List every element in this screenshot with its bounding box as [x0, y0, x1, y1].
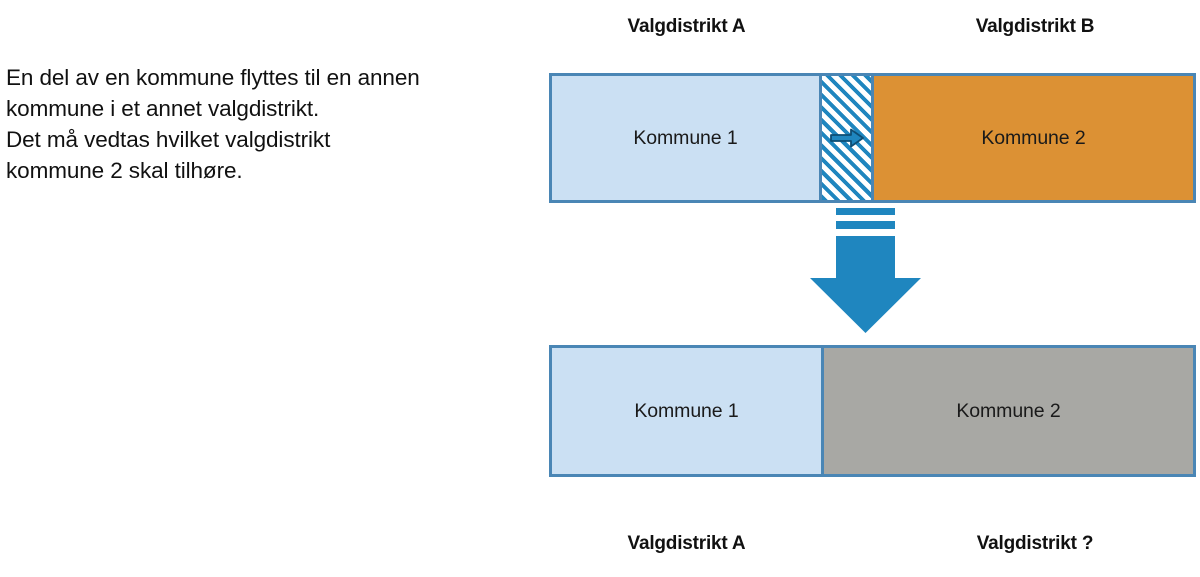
- after-segment-kommune-2-label: Kommune 2: [956, 399, 1061, 422]
- heading-bottom-district-a: Valgdistrikt A: [627, 533, 746, 554]
- after-segment-kommune-2: Kommune 2: [824, 348, 1193, 474]
- arrow-down-icon: [810, 208, 921, 333]
- after-segment-kommune-1: Kommune 1: [552, 348, 824, 474]
- before-segment-kommune-1: Kommune 1: [552, 76, 819, 200]
- before-segment-kommune-2-label: Kommune 2: [981, 126, 1086, 149]
- before-segment-kommune-1-label: Kommune 1: [633, 126, 738, 149]
- heading-bottom-district-unknown: Valgdistrikt ?: [976, 533, 1094, 554]
- heading-top-district-b: Valgdistrikt B: [975, 16, 1095, 37]
- caption-text: En del av en kommune flyttes til en anne…: [6, 65, 420, 183]
- after-segment-kommune-1-label: Kommune 1: [634, 399, 739, 422]
- after-bar: Kommune 1 Kommune 2: [549, 345, 1196, 477]
- before-segment-kommune-2: Kommune 2: [874, 76, 1193, 200]
- before-bar: Kommune 1 Kommune 2: [549, 73, 1196, 203]
- heading-top-district-a: Valgdistrikt A: [627, 16, 746, 37]
- before-segment-transferred-area: [819, 76, 874, 200]
- arrow-right-icon: [829, 128, 864, 148]
